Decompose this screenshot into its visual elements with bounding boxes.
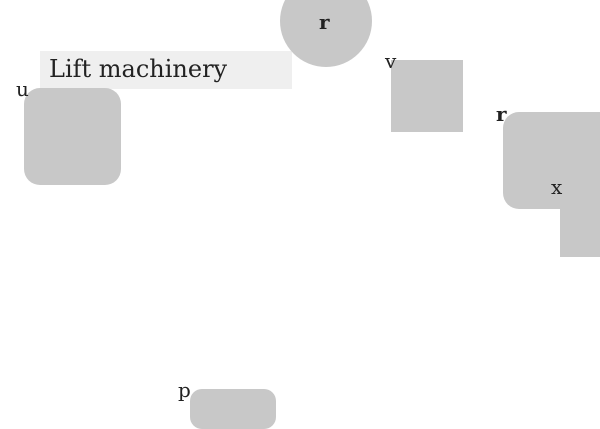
rounded-shape-right-label: r xyxy=(496,102,507,126)
bottom-partial-shape[interactable] xyxy=(190,389,276,429)
circle-shape-label: r xyxy=(319,10,330,34)
tall-rect-right-label: x xyxy=(551,175,563,199)
square-shape-label: v xyxy=(385,49,397,73)
rounded-square-left-label: u xyxy=(16,77,29,101)
bottom-partial-shape-label: p xyxy=(178,378,191,402)
square-shape[interactable] xyxy=(391,60,463,132)
rounded-square-left[interactable] xyxy=(24,88,121,185)
rounded-shape-right[interactable] xyxy=(503,112,600,209)
lift-machinery-field[interactable]: Lift machinery xyxy=(40,51,292,89)
